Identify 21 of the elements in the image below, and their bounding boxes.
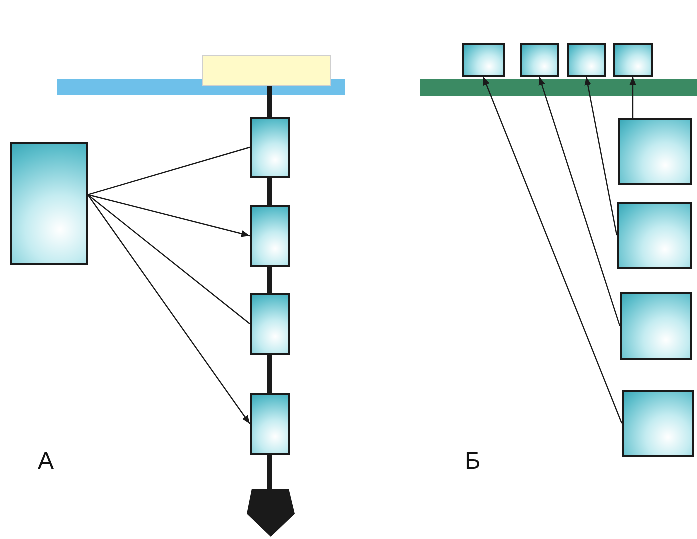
arrow: [482, 76, 623, 424]
arrow: [538, 76, 621, 326]
node-box: [250, 205, 290, 267]
node-box: [10, 142, 88, 265]
node-box: [462, 43, 505, 77]
panel-label: А: [38, 450, 54, 474]
node-box: [613, 43, 653, 77]
panel-label: Б: [465, 450, 481, 474]
node-box: [618, 118, 692, 185]
arrow: [630, 77, 636, 118]
arrow: [584, 76, 618, 236]
node-box: [567, 43, 606, 77]
node-box: [250, 293, 290, 355]
arrow: [88, 194, 250, 424]
node-box: [620, 292, 692, 360]
node-box: [520, 43, 559, 77]
arrow: [88, 194, 250, 238]
node-box: [622, 390, 694, 457]
node-box: [617, 202, 692, 269]
node-box: [250, 393, 290, 455]
node-box: [250, 117, 290, 178]
